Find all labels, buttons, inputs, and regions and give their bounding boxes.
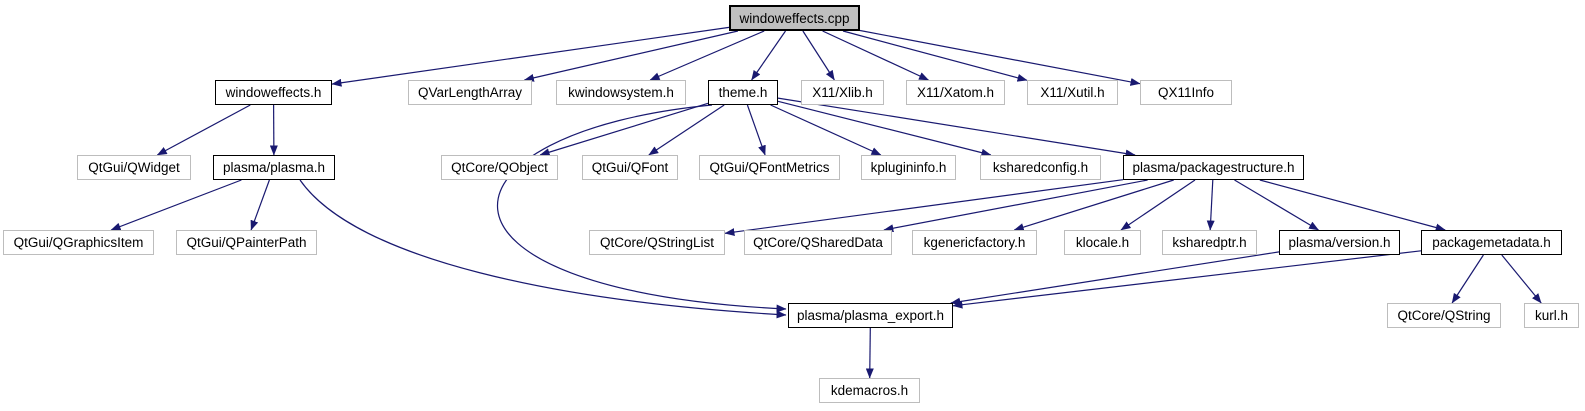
edge-windoweffects-cpp-to-x11xatom-h [822, 30, 929, 81]
edge-windoweffects-cpp-to-kwindowsystem-h [649, 30, 765, 81]
graph-node-windoweffects-cpp[interactable]: windoweffects.cpp [729, 5, 860, 31]
graph-node-kplugininfo-h[interactable]: kplugininfo.h [861, 155, 956, 180]
edge-plasma-plasma-h-to-plasma-plasma-export-h [299, 179, 787, 319]
edge-plasma-plasma-h-to-qtgui-qpainterpath [250, 179, 270, 231]
graph-node-ksharedptr-h[interactable]: ksharedptr.h [1162, 230, 1257, 255]
graph-node-qtgui-qfontmetrics[interactable]: QtGui/QFontMetrics [699, 155, 840, 180]
edge-plasma-packagestructure-h-to-qtcore-qshareddata [883, 179, 1148, 233]
graph-node-qtgui-qpainterpath[interactable]: QtGui/QPainterPath [176, 230, 317, 255]
edge-theme-h-to-qtcore-qobject [539, 102, 709, 157]
graph-node-klocale-h[interactable]: klocale.h [1064, 230, 1141, 255]
edge-packagemetadata-h-to-qtcore-qstring [1451, 254, 1484, 304]
graph-node-qtgui-qfont[interactable]: QtGui/QFont [582, 155, 678, 180]
edge-plasma-packagestructure-h-to-kgenericfactory-h [1013, 179, 1174, 231]
edge-plasma-packagestructure-h-to-qtcore-qstringlist [724, 179, 1124, 236]
edge-windoweffects-cpp-to-windoweffects-h [331, 26, 730, 87]
edge-packagemetadata-h-to-plasma-plasma-export-h [952, 250, 1422, 309]
graph-node-packagemetadata-h[interactable]: packagemetadata.h [1421, 230, 1562, 255]
graph-node-plasma-version-h[interactable]: plasma/version.h [1279, 230, 1400, 255]
edge-plasma-packagestructure-h-to-packagemetadata-h [1259, 179, 1446, 232]
edge-windoweffects-cpp-to-qx11info [859, 29, 1141, 86]
graph-node-x11xlib-h[interactable]: X11/Xlib.h [801, 80, 884, 105]
graph-node-qtcore-qshareddata[interactable]: QtCore/QSharedData [744, 230, 892, 255]
graph-node-x11xatom-h[interactable]: X11/Xatom.h [906, 80, 1005, 105]
graph-node-x11xutil-h[interactable]: X11/Xutil.h [1027, 80, 1118, 105]
edge-windoweffects-cpp-to-theme-h [751, 30, 786, 81]
edge-plasma-packagestructure-h-to-ksharedptr-h [1206, 179, 1215, 231]
graph-node-theme-h[interactable]: theme.h [708, 80, 778, 105]
edge-plasma-packagestructure-h-to-klocale-h [1120, 179, 1196, 231]
graph-node-plasma-plasma-export-h[interactable]: plasma/plasma_export.h [788, 303, 953, 328]
graph-node-qx11info[interactable]: QX11Info [1140, 80, 1232, 105]
edge-theme-h-to-qtgui-qfont [648, 104, 725, 156]
edge-plasma-packagestructure-h-to-plasma-version-h [1234, 179, 1319, 231]
graph-node-qtcore-qobject[interactable]: QtCore/QObject [441, 155, 558, 180]
graph-node-kurl-h[interactable]: kurl.h [1524, 303, 1579, 328]
graph-node-kgenericfactory-h[interactable]: kgenericfactory.h [912, 230, 1037, 255]
edge-theme-h-to-plasma-plasma-export-h [496, 104, 787, 313]
edge-windoweffects-cpp-to-qvarlengtharray [523, 30, 739, 82]
graph-node-qtgui-qgraphicsitem[interactable]: QtGui/QGraphicsItem [3, 230, 154, 255]
graph-node-plasma-packagestructure-h[interactable]: plasma/packagestructure.h [1123, 155, 1304, 180]
graph-node-qtcore-qstring[interactable]: QtCore/QString [1387, 303, 1501, 328]
edge-theme-h-to-qtgui-qfontmetrics [746, 104, 766, 156]
edge-theme-h-to-ksharedconfig-h [777, 100, 992, 157]
edge-windoweffects-cpp-to-x11xlib-h [802, 30, 835, 81]
edge-theme-h-to-plasma-packagestructure-h [777, 97, 1136, 158]
graph-node-kwindowsystem-h[interactable]: kwindowsystem.h [556, 80, 686, 105]
graph-node-qtcore-qstringlist[interactable]: QtCore/QStringList [589, 230, 725, 255]
edge-plasma-plasma-export-h-to-kdemacros-h [865, 327, 874, 379]
edge-windoweffects-h-to-qtgui-qwidget [156, 104, 251, 156]
graph-node-kdemacros-h[interactable]: kdemacros.h [819, 378, 920, 403]
edge-plasma-version-h-to-plasma-plasma-export-h [950, 251, 1280, 306]
edge-plasma-plasma-h-to-qtgui-qgraphicsitem [110, 179, 242, 231]
edge-windoweffects-cpp-to-x11xutil-h [842, 30, 1028, 82]
graph-node-windoweffects-h[interactable]: windoweffects.h [215, 80, 332, 105]
edge-theme-h-to-kplugininfo-h [770, 104, 882, 156]
edge-packagemetadata-h-to-kurl-h [1501, 254, 1542, 304]
graph-node-ksharedconfig-h[interactable]: ksharedconfig.h [980, 155, 1101, 180]
graph-node-qvarlengtharray[interactable]: QVarLengthArray [408, 80, 532, 105]
graph-node-plasma-plasma-h[interactable]: plasma/plasma.h [213, 155, 335, 180]
graph-node-qtgui-qwidget[interactable]: QtGui/QWidget [77, 155, 191, 180]
